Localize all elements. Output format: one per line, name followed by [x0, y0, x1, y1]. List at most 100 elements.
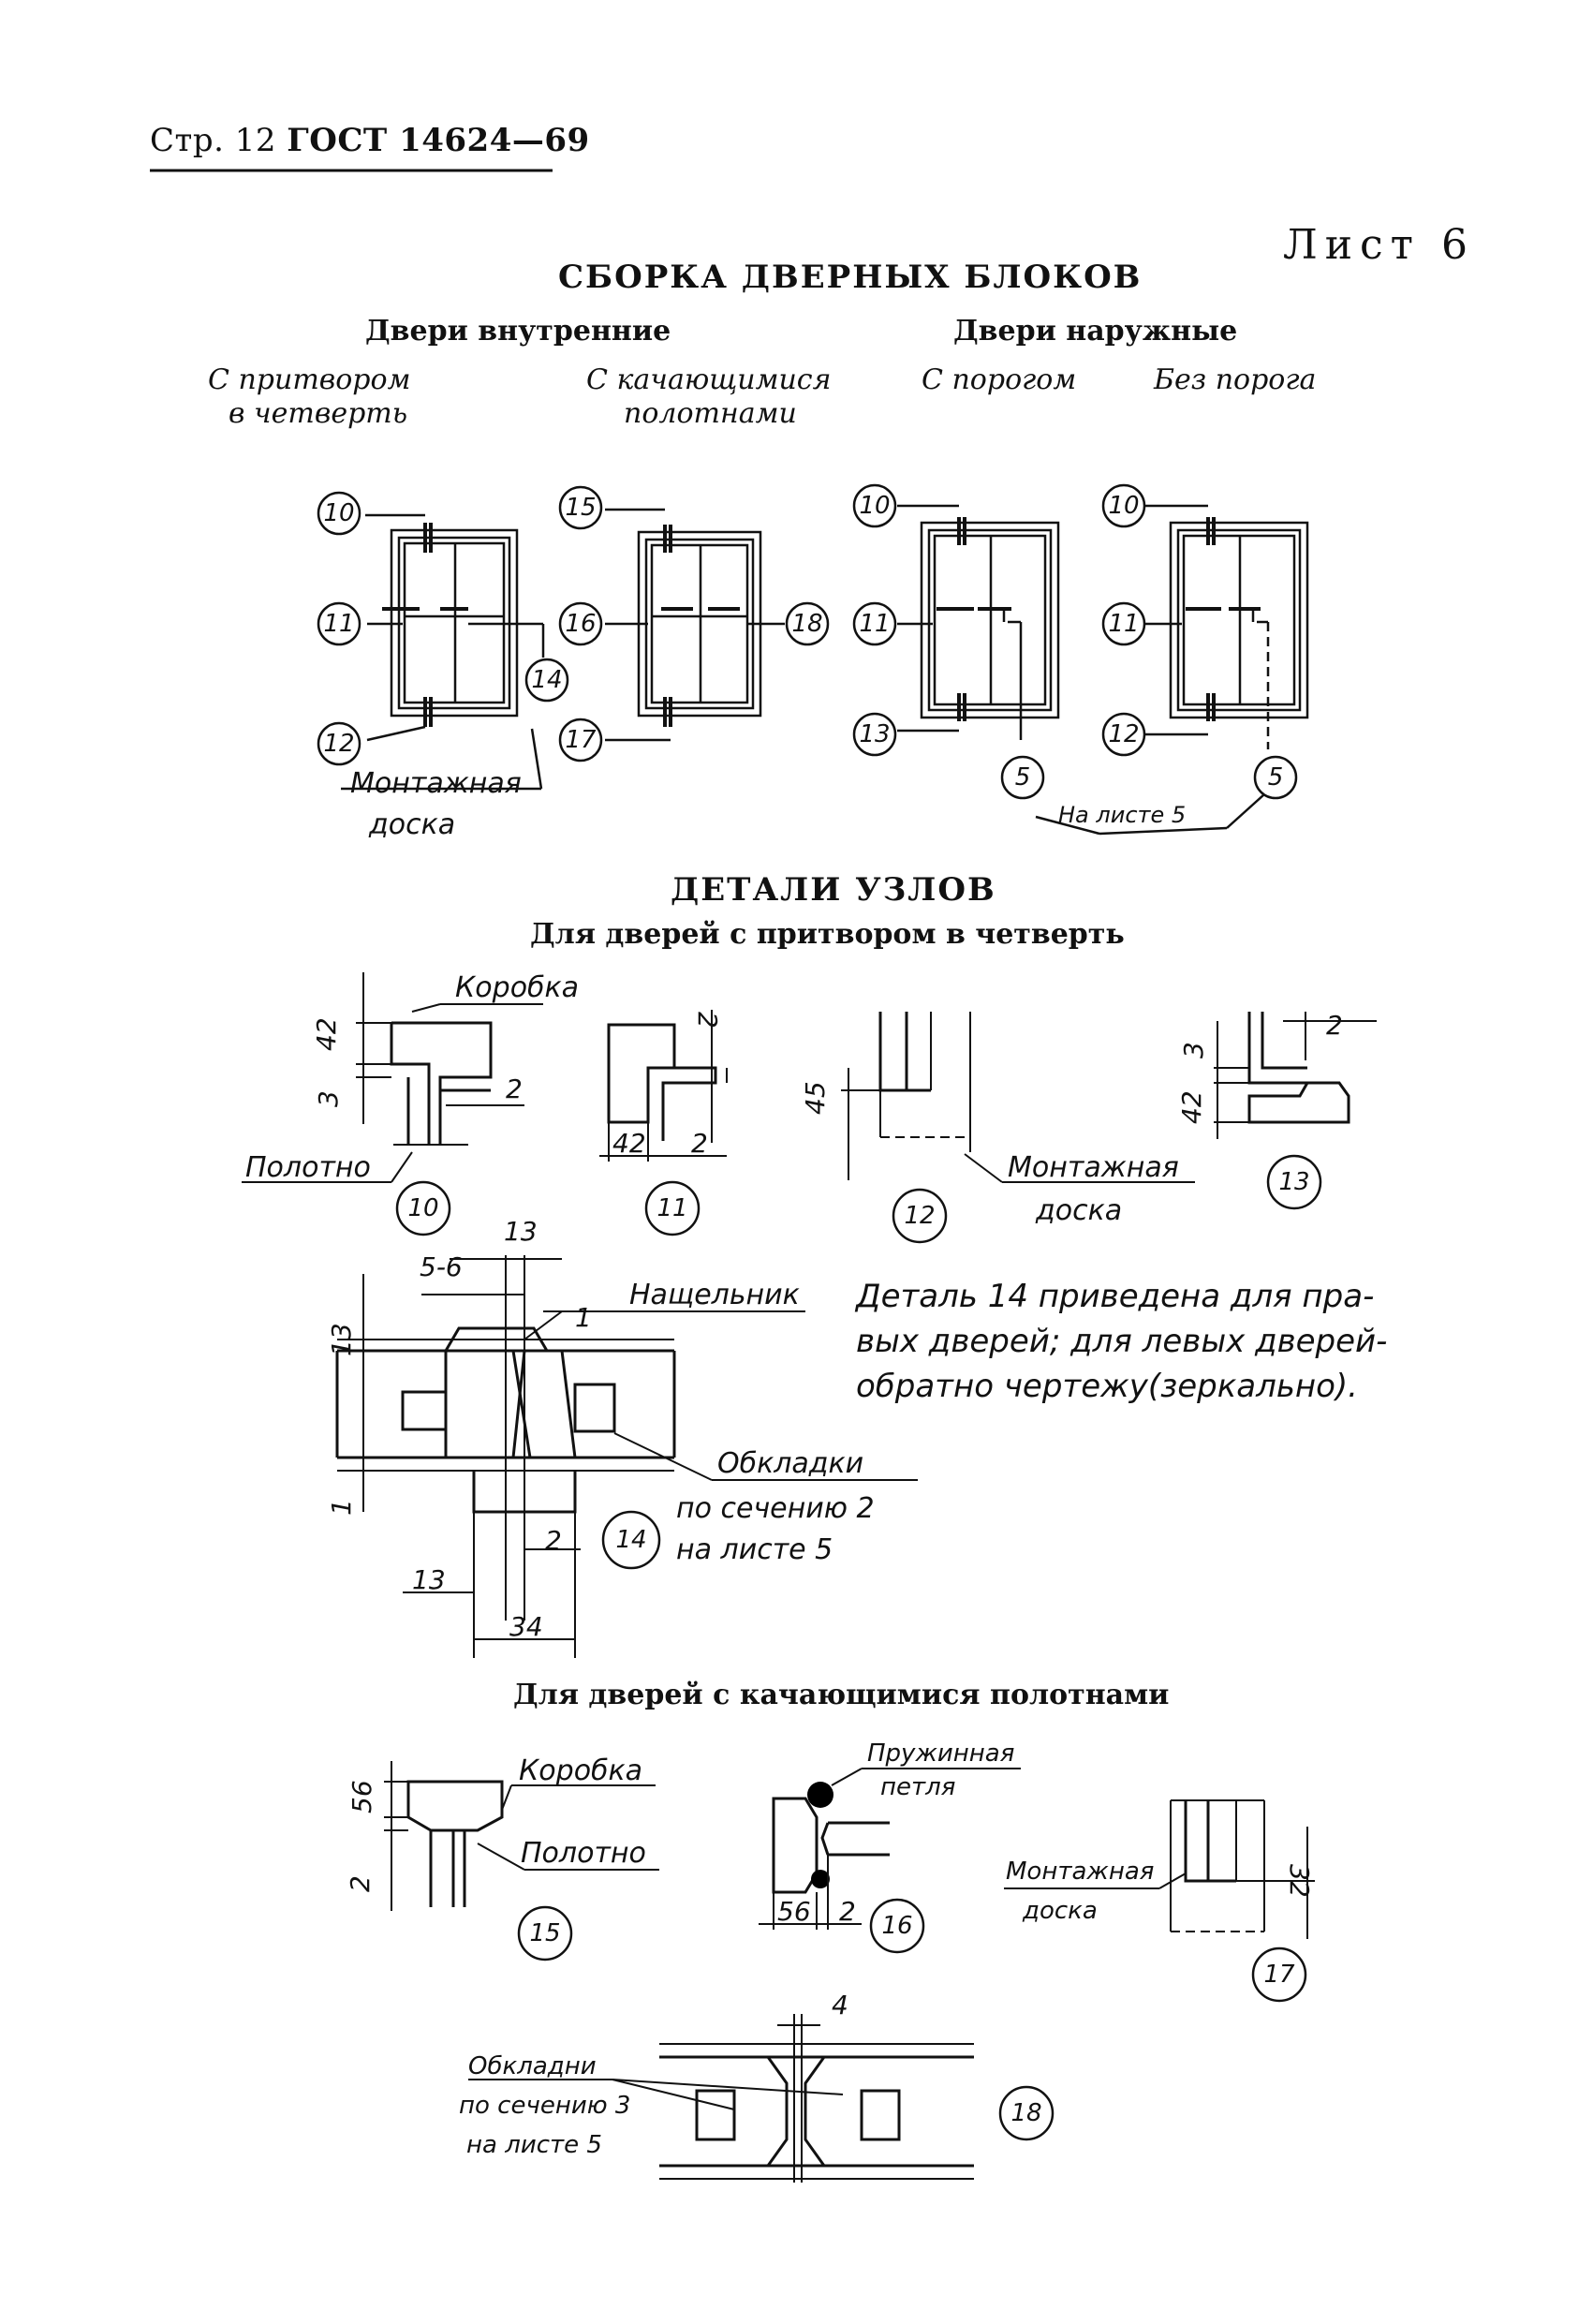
- page-header: Стр. 12 ГОСТ 14624—69: [150, 122, 590, 159]
- assembly-block-swing: [605, 508, 785, 742]
- callout-circle: [317, 491, 361, 536]
- assembly-block-rebate-callouts: 10 11 12 14: [317, 491, 569, 766]
- note-line-1: Деталь 14 приведена для пра-: [856, 1278, 1375, 1315]
- label-swing-leaf: Полотно: [521, 1837, 646, 1870]
- dim-14-34: 34: [509, 1611, 543, 1642]
- label-mount-2: доска: [1035, 1194, 1122, 1227]
- callout-text: 12: [1108, 720, 1139, 748]
- dim-18-a: 4: [832, 1990, 848, 2021]
- dim-10-a: 42: [311, 1017, 342, 1051]
- callout-text: 10: [1108, 492, 1139, 520]
- subtitle-rebate: Для дверей с притвором в четверть: [530, 918, 1125, 951]
- dim-14-left: 13: [326, 1323, 357, 1356]
- callout-circle: [644, 1180, 701, 1236]
- subtype-swing-2: полотнами: [624, 397, 797, 430]
- dim-13-a: 3: [1178, 1042, 1209, 1058]
- dim-11-c: 2: [691, 1128, 708, 1159]
- callout-text: 14: [531, 666, 562, 694]
- detail-17: [1004, 1799, 1315, 1939]
- callout-circle: [1253, 755, 1298, 800]
- dim-10-c: 2: [506, 1073, 523, 1104]
- dim-16-a: 56: [777, 1896, 811, 1927]
- label-mount-1: Монтажная: [1008, 1151, 1179, 1184]
- callout-circle: [892, 1188, 948, 1244]
- detail-13: [1214, 1012, 1377, 1139]
- note-14: Деталь 14 приведена для пра- вых дверей;…: [856, 1274, 1387, 1409]
- callout-text: 15: [529, 1919, 560, 1947]
- callout-circle: [998, 2085, 1055, 2141]
- label-spring-hinge-2: петля: [880, 1773, 955, 1801]
- note-line-2: вых дверей; для левых дверей-: [856, 1323, 1388, 1360]
- callout-text: 18: [1010, 2099, 1041, 2127]
- dim-14-two: 2: [545, 1525, 562, 1556]
- callout-circle: [524, 658, 569, 703]
- label-batten: Нащельник: [629, 1279, 800, 1311]
- detail-18: [468, 2014, 974, 2183]
- assembly-block-threshold-callouts: 10 11 13 5: [852, 483, 1045, 800]
- callout-circle: [517, 1905, 573, 1961]
- callout-text: 17: [1263, 1961, 1295, 1989]
- label-trim18-2: по сечению 3: [459, 2092, 630, 2120]
- subtitle-swing: Для дверей с качающимися полотнами: [513, 1679, 1170, 1711]
- dim-16-b: 2: [839, 1896, 856, 1927]
- dim-11-a: 2: [692, 1012, 723, 1029]
- title-assembly: СБОРКА ДВЕРНЫХ БЛОКОВ: [558, 259, 1143, 296]
- callout-text: 15: [565, 494, 596, 522]
- callout-text: 11: [323, 610, 354, 638]
- callout-circle: [1000, 755, 1045, 800]
- callout-circle: [601, 1510, 661, 1570]
- callout-circle: [1101, 601, 1146, 646]
- dim-17-a: 32: [1284, 1864, 1315, 1898]
- assembly-block-swing-callouts: 15 16 17 18: [558, 485, 830, 762]
- label-swing-mount-1: Монтажная: [1006, 1858, 1154, 1886]
- callout-circle: [1266, 1154, 1322, 1210]
- dim-15-b: 2: [345, 1875, 376, 1892]
- label-trim18-3: на листе 5: [466, 2131, 602, 2159]
- callout-circle: [1251, 1947, 1307, 2003]
- detail-10: [242, 972, 543, 1183]
- label-swing-mount-2: доска: [1022, 1897, 1098, 1925]
- callout-circle: [317, 601, 361, 646]
- callout-text: 11: [656, 1194, 687, 1222]
- callout-circle: [1101, 712, 1146, 757]
- subtype-rebate-2: в четверть: [229, 397, 408, 430]
- subtype-threshold: С порогом: [922, 363, 1077, 396]
- page-label: Стр. 12: [150, 122, 276, 159]
- callout-text: 5: [1268, 763, 1284, 792]
- label-trim-1: Обкладки: [717, 1447, 863, 1480]
- group-external: Двери наружные: [953, 315, 1238, 348]
- title-details: ДЕТАЛИ УЗЛОВ: [671, 871, 996, 909]
- subtype-no-threshold: Без порога: [1154, 363, 1317, 396]
- dim-14-top: 13: [504, 1216, 538, 1247]
- callout-text: 5: [1015, 763, 1031, 792]
- detail-12: [841, 1012, 1195, 1183]
- dim-12-a: 45: [800, 1081, 831, 1115]
- callout-circle: [558, 485, 603, 530]
- callout-circle: [852, 483, 897, 528]
- callout-text: 11: [1108, 610, 1139, 638]
- callout-circle: [317, 721, 361, 766]
- label-spring-hinge-1: Пружинная: [867, 1739, 1014, 1768]
- callout-text: 18: [791, 610, 822, 638]
- dim-15-a: 56: [347, 1780, 377, 1813]
- callout-text: 12: [323, 730, 354, 758]
- on-sheet5-label: На листе 5: [1058, 802, 1186, 828]
- dim-10-b: 3: [313, 1090, 344, 1107]
- callout-circle: [395, 1180, 451, 1236]
- label-box: Коробка: [455, 971, 579, 1004]
- callout-text: 16: [565, 610, 596, 638]
- assembly-block-rebate: [341, 513, 545, 791]
- assembly-block-no-threshold: [1144, 504, 1309, 829]
- mount-board-label-1: Монтажная: [350, 767, 522, 800]
- mount-board-label-2: доска: [368, 808, 455, 841]
- callout-circle: [1101, 483, 1146, 528]
- label-trim18-1: Обкладни: [468, 2052, 597, 2080]
- callout-text: 10: [859, 492, 890, 520]
- detail-14: [335, 1255, 918, 1658]
- callout-text: 10: [407, 1194, 438, 1222]
- callout-text: 16: [881, 1912, 912, 1940]
- callout-circle: [785, 601, 830, 646]
- callout-text: 12: [904, 1202, 935, 1230]
- callout-circle: [869, 1898, 925, 1954]
